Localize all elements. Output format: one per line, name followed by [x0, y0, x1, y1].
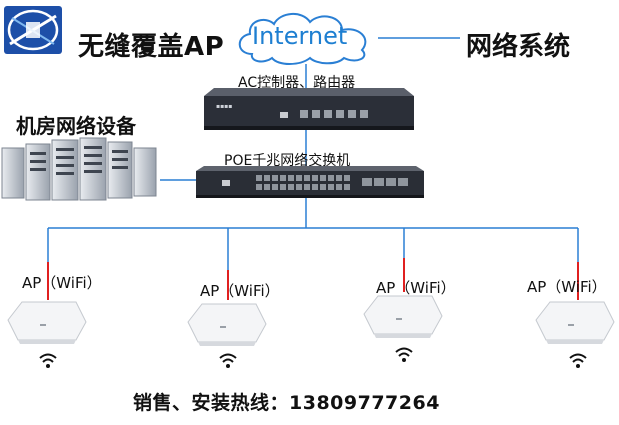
sales-hotline: 销售、安装热线：13809777264: [133, 392, 440, 414]
wifi-icon: [395, 347, 413, 362]
ap-label-4: AP（WiFi）: [527, 278, 607, 296]
ap-label-3: AP（WiFi）: [376, 279, 456, 297]
internet-label: Internet: [252, 22, 348, 50]
ac-controller-label: AC控制器、路由器: [238, 75, 356, 91]
ap-label-1: AP（WiFi）: [22, 274, 102, 292]
wifi-icon: [569, 353, 587, 368]
access-point-device-3: [363, 295, 443, 338]
poe-switch-label: POE千兆网络交换机: [224, 153, 351, 169]
access-point-device-2: [187, 303, 267, 346]
server-room-label: 机房网络设备: [16, 114, 136, 138]
internet-cloud-icon: [238, 13, 367, 65]
ap-label-2: AP（WiFi）: [200, 282, 280, 300]
access-point-device-4: [535, 301, 615, 344]
title-right: 网络系统: [466, 32, 571, 62]
server-racks-icon: [1, 137, 157, 201]
wifi-icon: [39, 353, 57, 368]
access-point-device-1: [7, 301, 87, 344]
poe-switch-device: [196, 166, 424, 198]
company-logo: [4, 6, 62, 54]
ac-controller-device: ▪▪▪▪: [204, 88, 414, 130]
svg-text:▪▪▪▪: ▪▪▪▪: [216, 103, 232, 110]
wifi-icon: [219, 353, 237, 368]
title-left: 无缝覆盖AP: [78, 32, 225, 62]
